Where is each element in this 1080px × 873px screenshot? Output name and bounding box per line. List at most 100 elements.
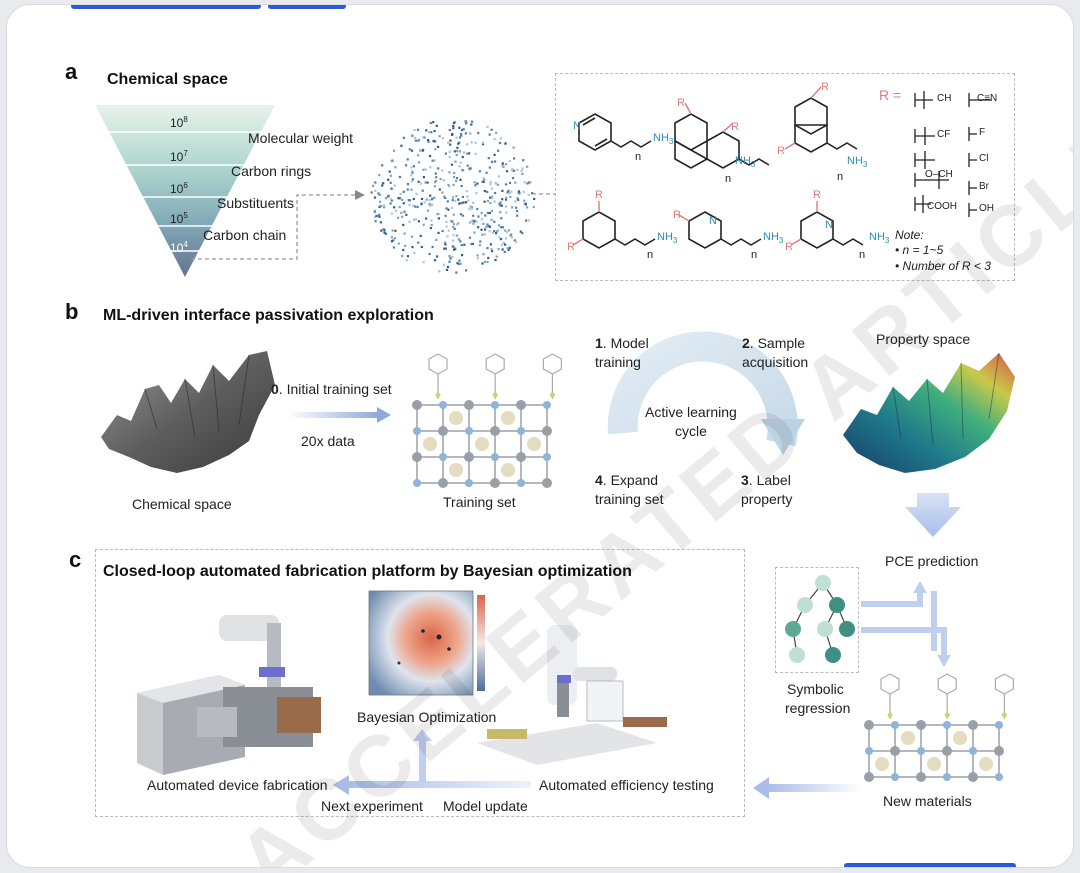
cloud-point [400,144,403,147]
lattice-atom [542,426,552,436]
n-subscript-4: n [647,249,654,261]
chemical-space-landscape [101,351,275,473]
molecule-head [944,712,950,718]
cloud-point [465,152,469,155]
cloud-point [468,132,471,135]
cloud-point [494,181,497,184]
cloud-point [497,175,501,178]
cycle-step-2-line-2: acquisition [742,354,809,370]
cloud-point [402,190,405,193]
molecule-head [435,392,441,398]
cloud-point [512,169,516,172]
cloud-point [390,160,393,163]
panel-c-title: Closed-loop automated fabrication platfo… [103,563,632,580]
cloud-point [416,128,420,131]
cloud-point [460,244,463,247]
molecule-head [1001,712,1007,718]
molecular-structures [572,86,991,249]
cloud-point [411,170,414,173]
cloud-point [406,188,409,191]
cloud-point [505,170,509,173]
cloud-point [494,160,497,163]
cloud-point [445,268,449,271]
cloud-point [514,181,517,184]
cloud-point [473,220,476,223]
cloud-point [526,182,529,185]
cloud-point [517,192,520,195]
cloud-point [504,229,507,232]
lattice-atom [517,427,525,435]
funnel-to-cloud-connector [191,190,365,260]
cloud-point [498,142,502,145]
fabrication-platform-box [95,549,745,817]
funnel-level-2-value: 107 [170,149,188,164]
cloud-point [461,155,464,159]
cloud-point [452,121,456,124]
cloud-point [448,260,451,263]
cloud-point [402,248,405,252]
cloud-point [435,124,438,127]
cloud-point [436,213,439,216]
cloud-point [422,223,425,226]
cloud-point [441,137,444,140]
cloud-point [430,219,433,222]
r-group-f: F [979,127,986,138]
cloud-point [431,159,434,162]
bayesian-optimization-label: Bayesian Optimization [357,709,497,725]
cloud-point [382,182,385,185]
molecule-ring [994,673,1014,695]
cloud-point [454,160,457,163]
cloud-point [490,128,493,131]
cloud-point [434,181,437,184]
cloud-point [508,181,512,185]
cloud-point [493,153,496,156]
closed-loop-arrows [333,729,531,795]
cloud-point [419,234,422,237]
cloud-point [439,178,442,181]
lattice-atom [968,772,978,782]
cloud-point [425,217,428,220]
cloud-point [399,192,402,196]
cloud-point [499,137,503,140]
lattice-atom [943,773,951,781]
cloud-point [397,242,400,245]
cloud-point [521,172,524,175]
cloud-point [486,199,489,202]
pce-prediction-label: PCE prediction [885,553,979,569]
cloud-point [495,131,498,134]
cloud-point [457,142,460,145]
cloud-point [461,254,464,257]
r-label-4: R [777,145,785,157]
cloud-point [513,157,516,160]
lattice-atom [464,452,474,462]
cloud-point [476,254,479,257]
cloud-point [486,260,489,264]
cloud-point [410,188,413,191]
cloud-point [438,135,441,138]
cloud-point [422,136,425,139]
cloud-point [428,154,432,158]
cloud-point [443,247,446,250]
initial-training-arrow [287,407,391,423]
cloud-point [501,198,504,201]
n-subscript-2: n [725,173,732,185]
cloud-point [450,220,453,223]
cloud-point [491,250,494,253]
cloud-point [487,256,490,260]
cloud-point [437,231,440,234]
cloud-point [473,222,476,225]
cloud-point [398,197,402,200]
cloud-point [391,187,394,191]
lattice-atom [439,401,447,409]
n-subscript-3: n [837,171,844,183]
panel-a-title: Chemical space [107,71,228,88]
lattice-atom [969,747,977,755]
cloud-point [507,248,510,251]
efficiency-testing-label: Automated efficiency testing [539,777,714,793]
cloud-point [432,139,435,143]
cloud-point [381,184,384,187]
lattice-atom [465,479,473,487]
cloud-point [458,238,461,241]
cloud-point [389,181,392,184]
cloud-point [460,202,463,205]
